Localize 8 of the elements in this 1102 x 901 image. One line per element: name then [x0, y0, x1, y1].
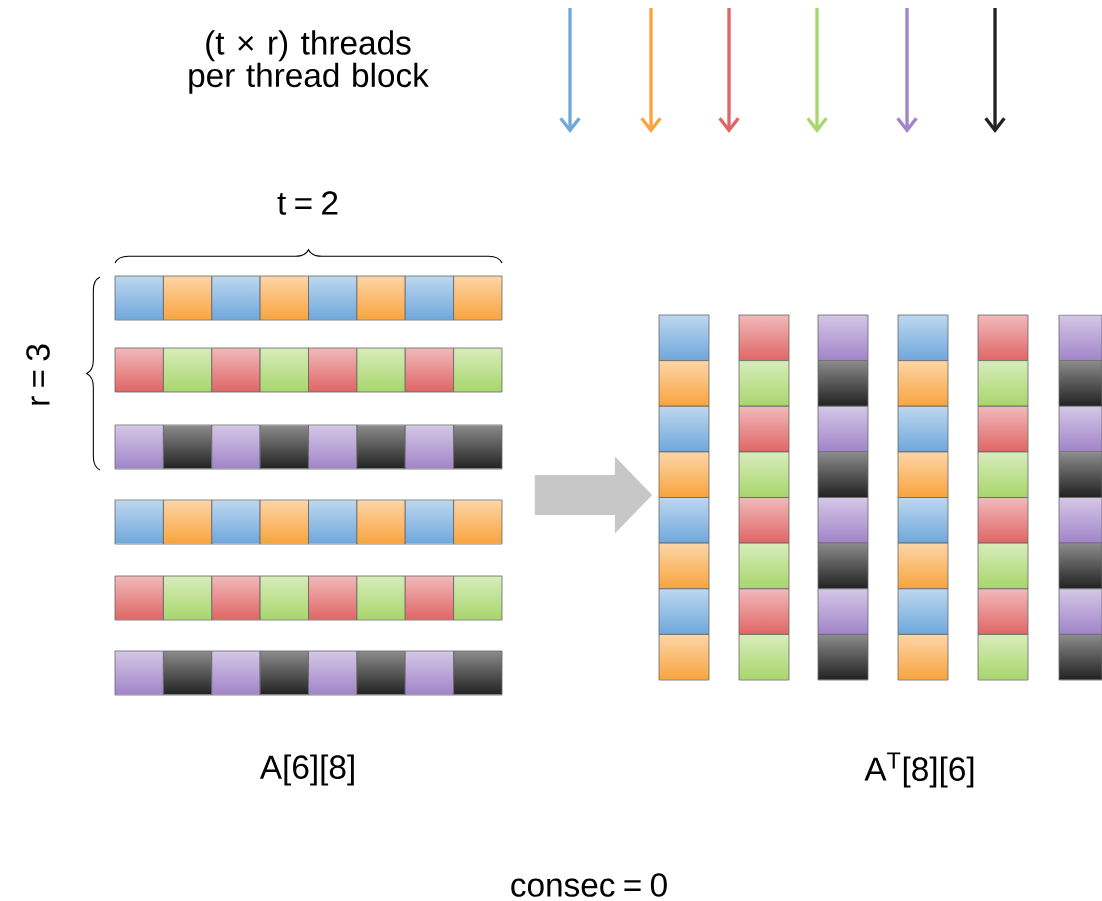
- caption: consec = 0: [511, 873, 667, 897]
- dimension-label: t = 2: [277, 191, 338, 215]
- matrix-label: A$^{T}$[8][6]: [864, 752, 974, 788]
- dimension-label: r = 3: [26, 344, 50, 405]
- matrix-grid: [114, 275, 503, 696]
- matrix-grid: [658, 314, 1102, 681]
- matrix-label: A[6][8]: [259, 754, 354, 786]
- heading: (t × r) threads per thread block: [189, 30, 429, 94]
